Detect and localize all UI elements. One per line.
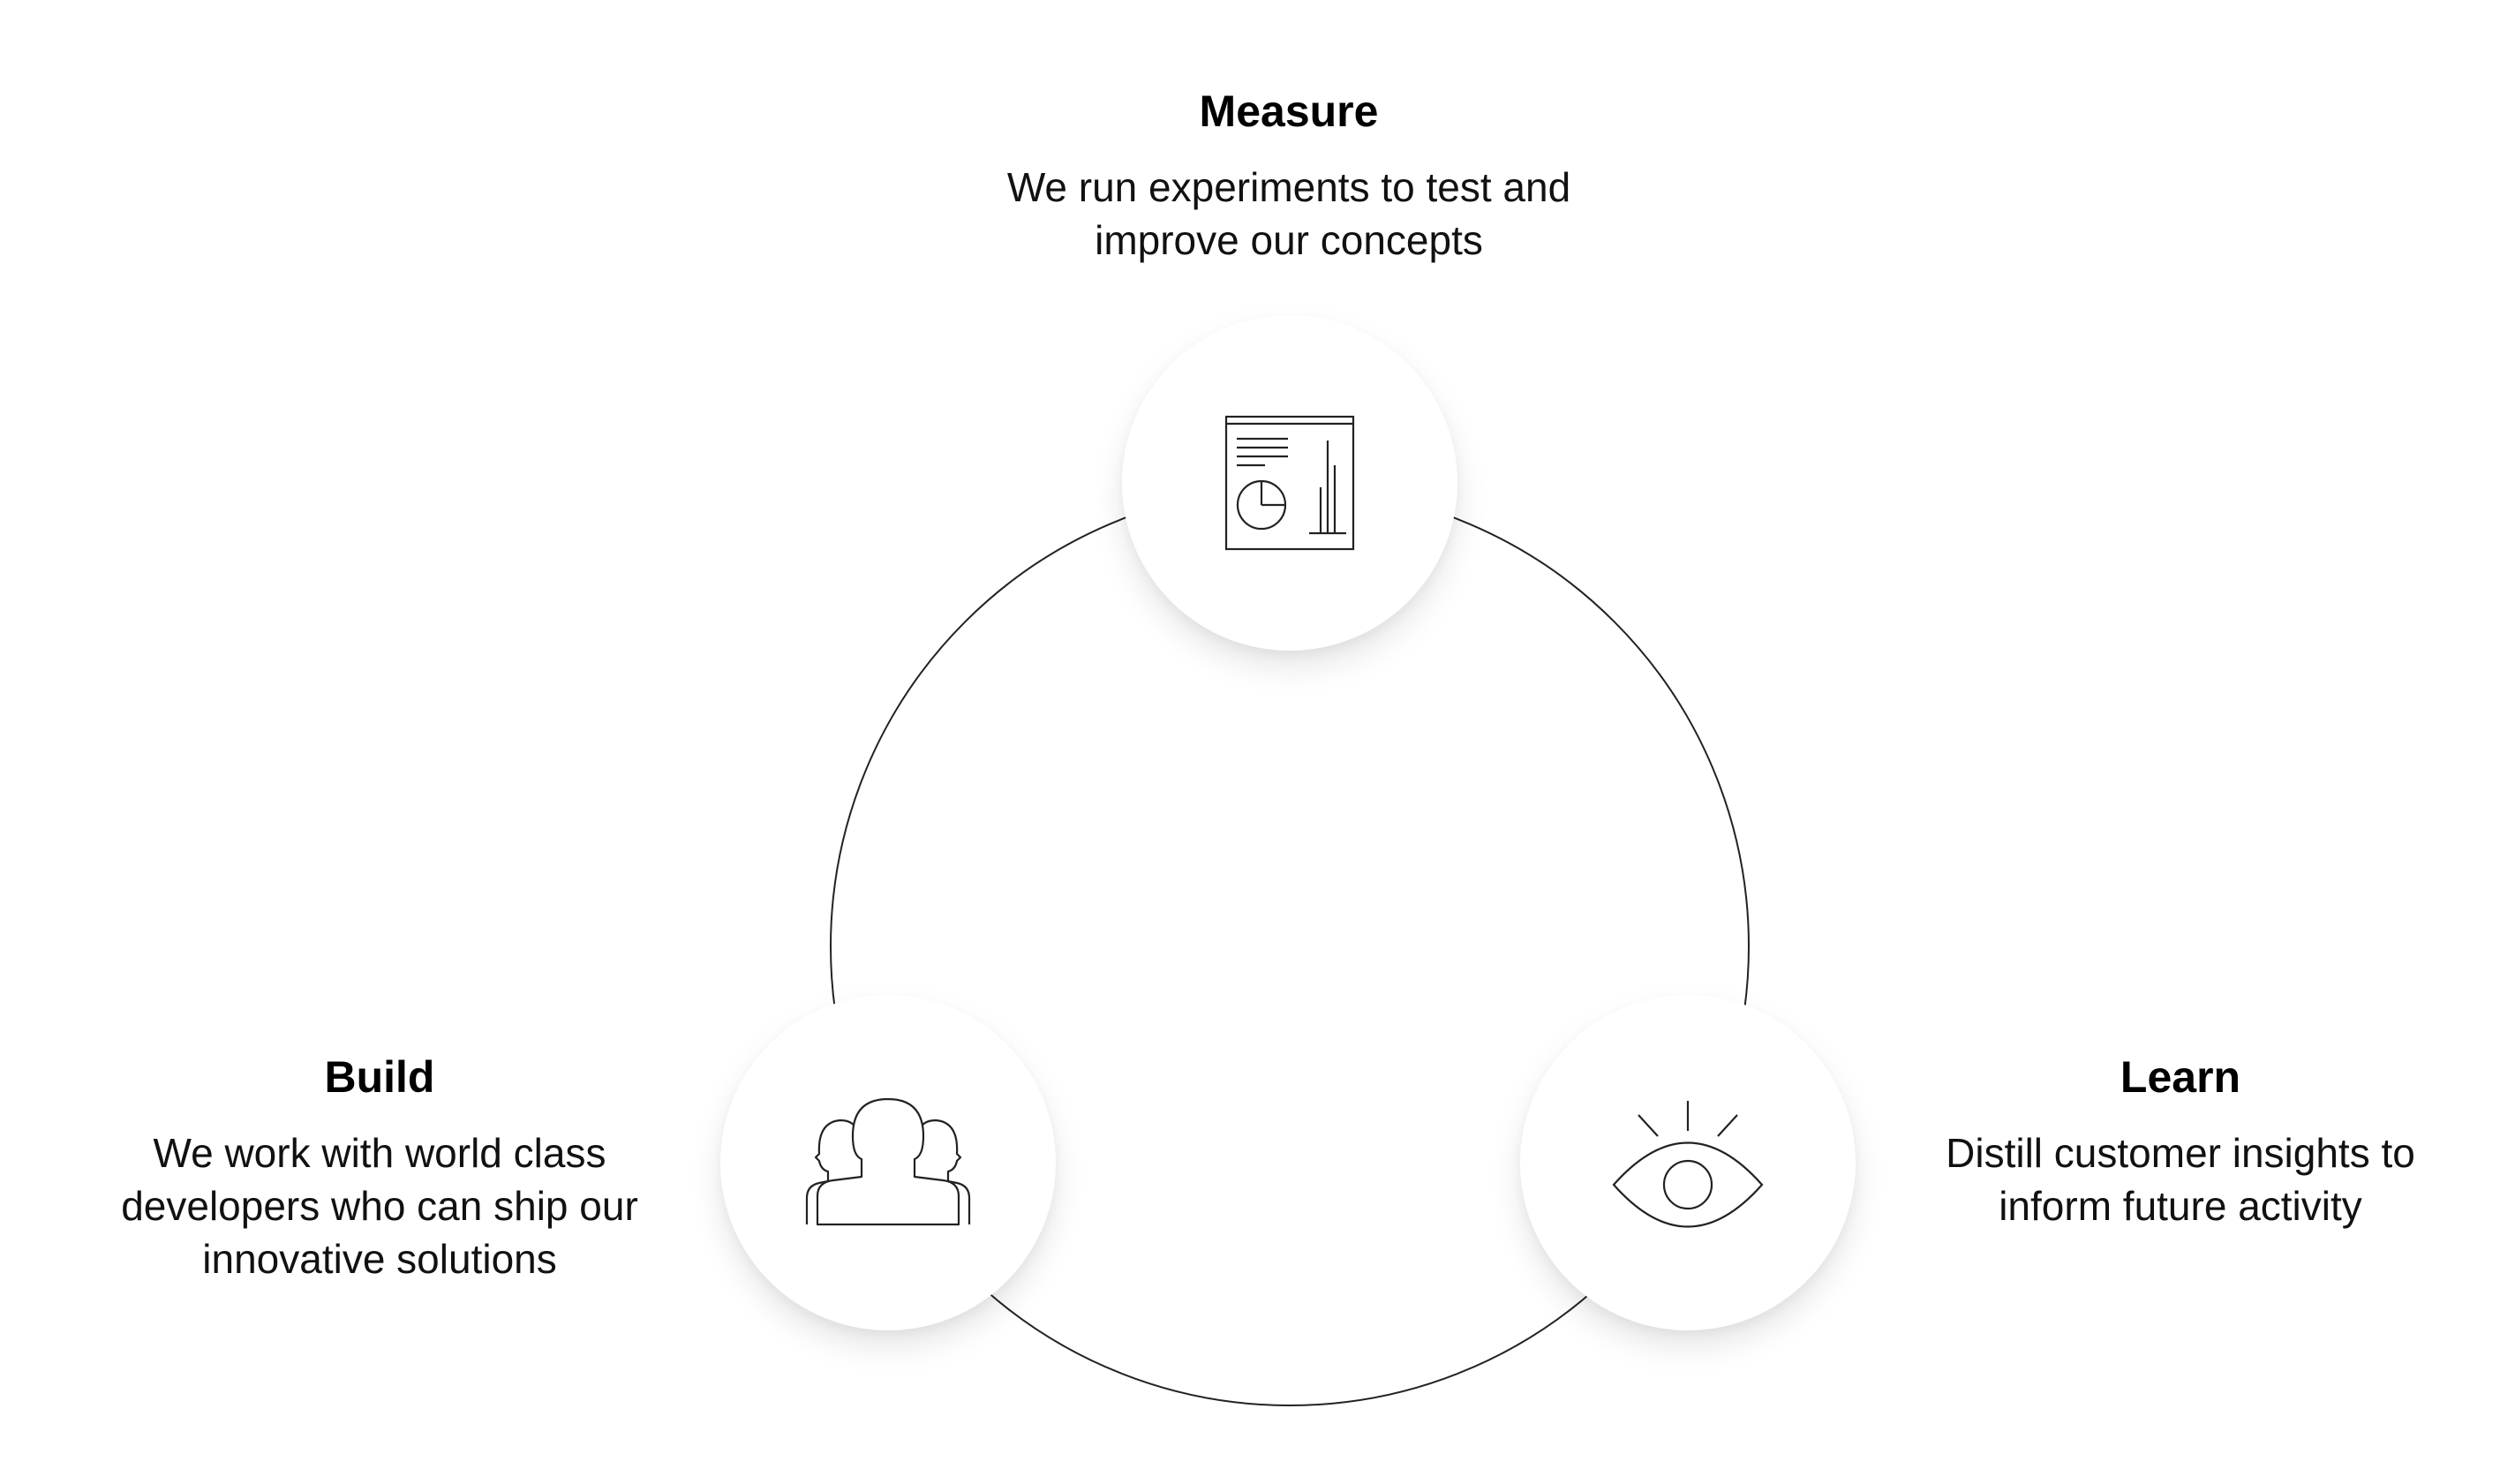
report-chart-icon	[1224, 415, 1355, 551]
learn-description-line: inform future activity	[1999, 1183, 2362, 1229]
measure-description: We run experiments to test and improve o…	[936, 161, 1642, 267]
build-description-line: We work with world class	[153, 1130, 606, 1176]
learn-description-line: Distill customer insights to	[1946, 1130, 2415, 1176]
measure-title: Measure	[1199, 87, 1379, 136]
learn-description: Distill customer insights to inform futu…	[1880, 1126, 2481, 1232]
eye-icon	[1612, 1101, 1764, 1228]
build-title: Build	[324, 1052, 435, 1102]
build-description: We work with world class developers who …	[53, 1126, 706, 1285]
build-description-line: innovative solutions	[202, 1236, 557, 1282]
learn-caption: Learn Distill customer insights to infor…	[1880, 1051, 2481, 1232]
build-caption: Build We work with world class developer…	[53, 1051, 706, 1285]
measure-description-line: We run experiments to test and	[1006, 164, 1571, 210]
learn-node	[1520, 995, 1856, 1330]
build-description-line: developers who can ship our	[121, 1183, 638, 1229]
measure-description-line: improve our concepts	[1095, 217, 1483, 263]
build-node	[720, 995, 1056, 1330]
people-icon	[805, 1097, 971, 1226]
measure-node	[1122, 315, 1457, 651]
measure-caption: Measure We run experiments to test and i…	[936, 85, 1642, 267]
learn-title: Learn	[2120, 1052, 2241, 1102]
